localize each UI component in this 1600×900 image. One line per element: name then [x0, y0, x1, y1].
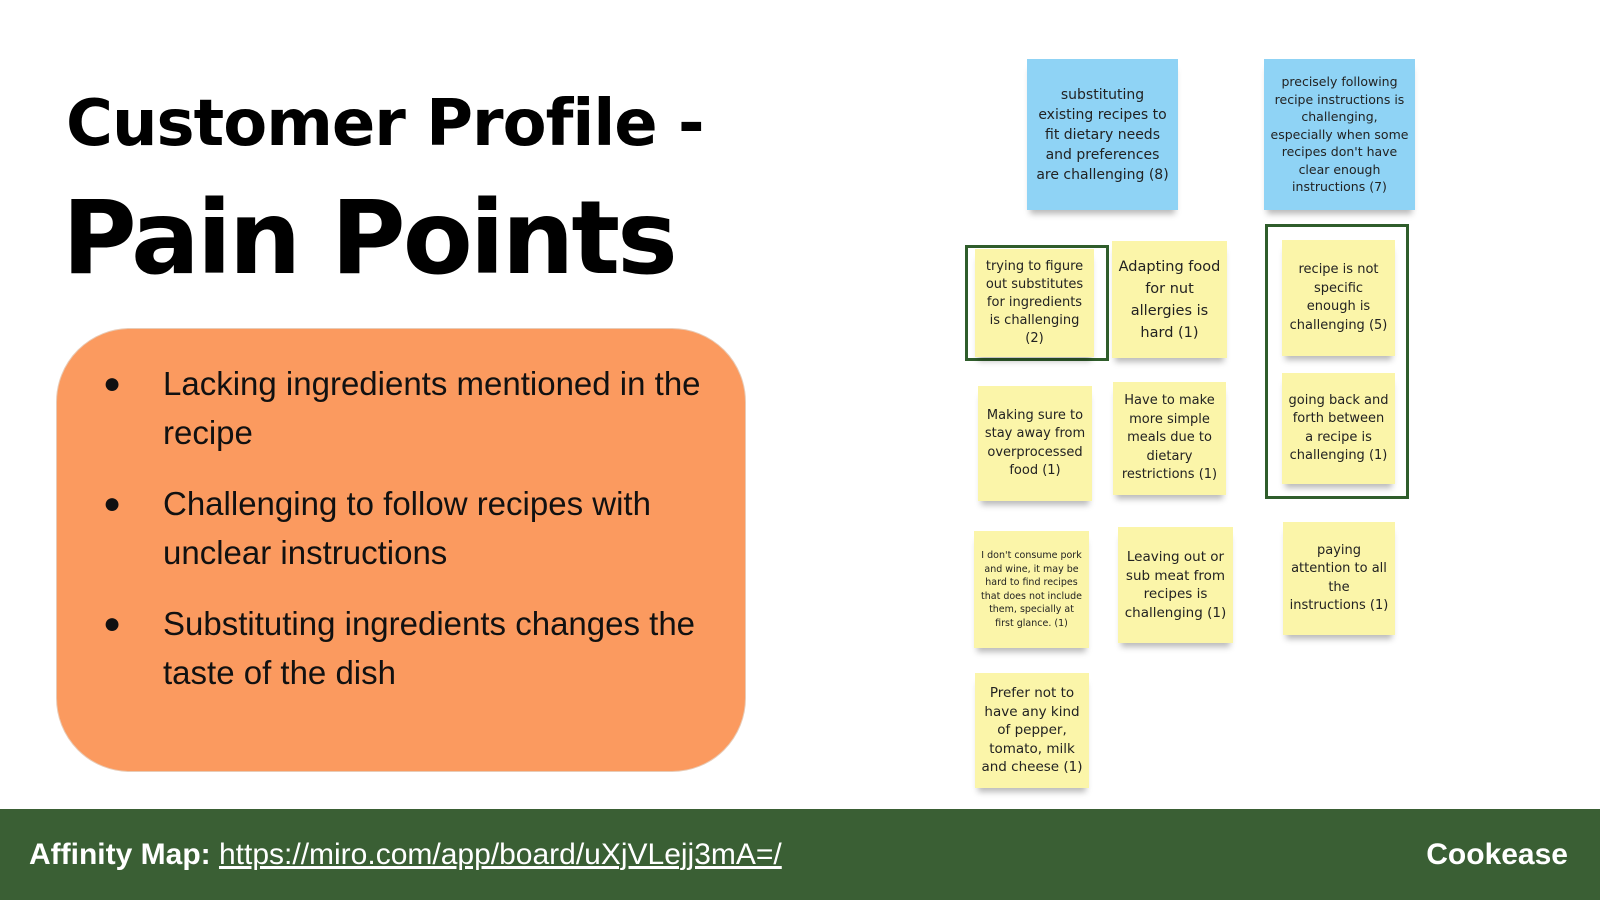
sticky-note: paying attention to all the instructions… [1283, 522, 1395, 635]
page-title-line2: Pain Points [62, 179, 678, 298]
sticky-note-text: going back and forth between a recipe is… [1288, 392, 1389, 464]
sticky-note: recipe is not specific enough is challen… [1282, 240, 1395, 356]
page-title-line1: Customer Profile - [66, 87, 705, 161]
footer-affinity-map: Affinity Map: https://miro.com/app/board… [29, 838, 782, 872]
pain-point-item: ● Lacking ingredients mentioned in the r… [97, 359, 705, 457]
sticky-note-text: Making sure to stay away from overproces… [984, 407, 1086, 479]
sticky-note: Prefer not to have any kind of pepper, t… [975, 673, 1089, 788]
affinity-map-link[interactable]: https://miro.com/app/board/uXjVLejj3mA=/ [218, 837, 782, 871]
sticky-note-text: substituting existing recipes to fit die… [1036, 86, 1169, 183]
sticky-note-text: Prefer not to have any kind of pepper, t… [981, 685, 1083, 776]
sticky-note: I don't consume pork and wine, it may be… [974, 531, 1089, 648]
footer-bar: Affinity Map: https://miro.com/app/board… [0, 809, 1600, 900]
sticky-note-text: trying to figure out substitutes for ing… [985, 259, 1084, 346]
pain-points-list: ● Lacking ingredients mentioned in the r… [97, 359, 705, 697]
bullet-icon: ● [103, 367, 122, 400]
footer-label: Affinity Map: [29, 837, 211, 871]
sticky-group-frame [1265, 224, 1409, 499]
sticky-note-text: I don't consume pork and wine, it may be… [981, 550, 1082, 629]
sticky-note-text: paying attention to all the instructions… [1289, 542, 1389, 614]
sticky-note: trying to figure out substitutes for ing… [975, 249, 1094, 357]
bullet-icon: ● [103, 487, 122, 520]
sticky-note-text: recipe is not specific enough is challen… [1289, 262, 1388, 333]
sticky-note-text: Have to make more simple meals due to di… [1121, 393, 1218, 483]
pain-point-text: Substituting ingredients changes the tas… [163, 605, 696, 691]
sticky-note-text: precisely following recipe instructions … [1270, 74, 1409, 195]
sticky-note: going back and forth between a recipe is… [1282, 373, 1395, 484]
pain-points-box: ● Lacking ingredients mentioned in the r… [56, 328, 746, 772]
sticky-note-blue: precisely following recipe instructions … [1264, 59, 1415, 210]
pain-point-text: Lacking ingredients mentioned in the rec… [163, 365, 701, 451]
bullet-icon: ● [103, 607, 122, 640]
sticky-note: Have to make more simple meals due to di… [1113, 382, 1226, 495]
brand-name: Cookease [1426, 837, 1568, 871]
pain-point-item: ● Substituting ingredients changes the t… [97, 599, 705, 697]
sticky-note: Adapting food for nut allergies is hard … [1112, 241, 1227, 358]
sticky-note-text: Adapting food for nut allergies is hard … [1118, 258, 1221, 341]
pain-point-text: Challenging to follow recipes with uncle… [163, 485, 651, 571]
pain-point-item: ● Challenging to follow recipes with unc… [97, 479, 705, 577]
sticky-note: Making sure to stay away from overproces… [978, 386, 1092, 501]
sticky-group-frame [965, 245, 1109, 361]
sticky-note-text: Leaving out or sub meat from recipes is … [1124, 549, 1227, 621]
sticky-note: Leaving out or sub meat from recipes is … [1118, 527, 1233, 643]
sticky-note-blue: substituting existing recipes to fit die… [1027, 59, 1178, 210]
